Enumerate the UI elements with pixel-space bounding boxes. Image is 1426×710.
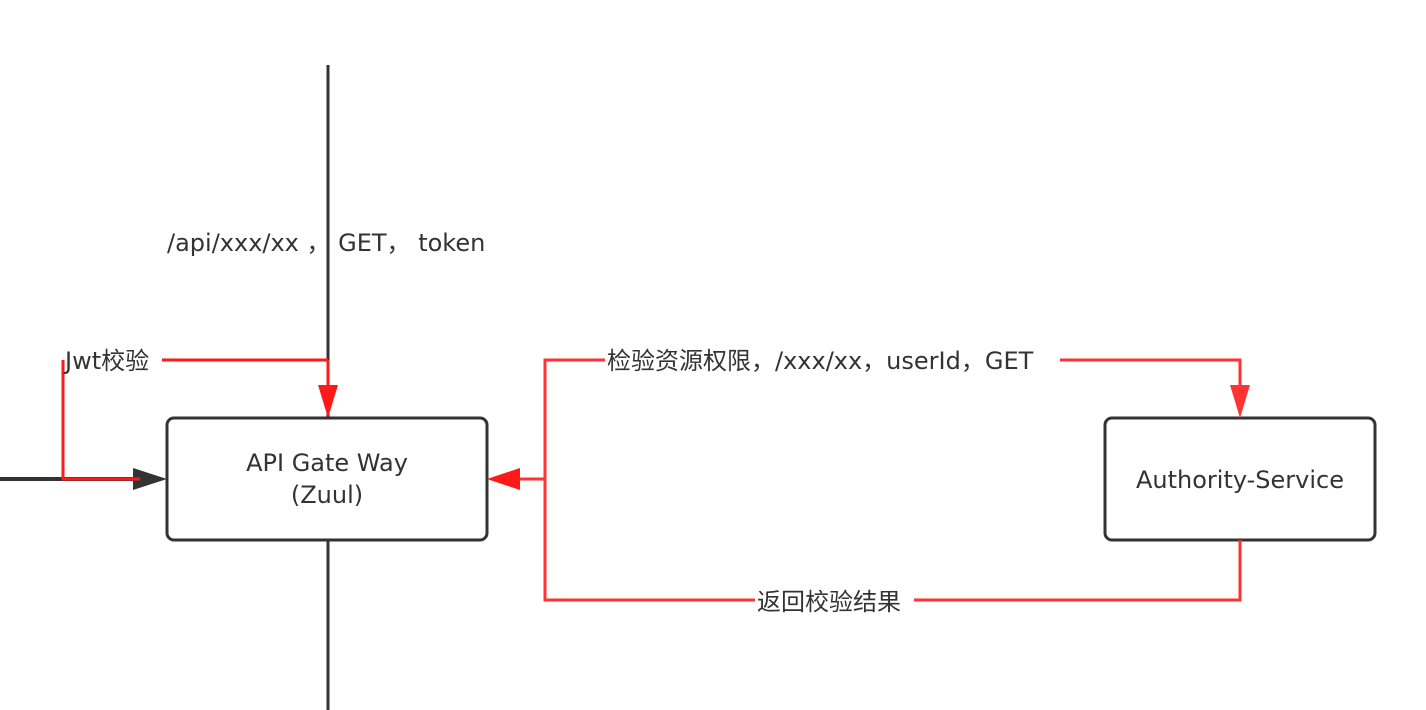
gateway-label-line2: (Zuul)	[291, 481, 363, 509]
jwt-arrowhead	[318, 385, 338, 418]
return-result-label: 返回校验结果	[757, 588, 901, 616]
check-permission-label: 检验资源权限，/xxx/xx，userId，GET	[607, 347, 1034, 375]
request-label: /api/xxx/xx ， GET， token	[167, 229, 485, 257]
gateway-label-line1: API Gate Way	[246, 449, 408, 477]
return-result-edge-right	[914, 540, 1242, 602]
gateway-node[interactable]	[165, 416, 489, 542]
authority-service-label: Authority-Service	[1136, 466, 1344, 494]
check-permission-arrowhead	[1230, 385, 1250, 418]
check-permission-edge-right	[1060, 358, 1242, 390]
incoming-arrowhead	[133, 468, 167, 490]
jwt-edge-left	[61, 360, 140, 481]
return-result-arrowhead	[487, 468, 520, 490]
jwt-label: Jwt校验	[63, 347, 149, 375]
return-result-edge-left	[515, 477, 755, 602]
check-permission-edge-left	[543, 358, 605, 479]
